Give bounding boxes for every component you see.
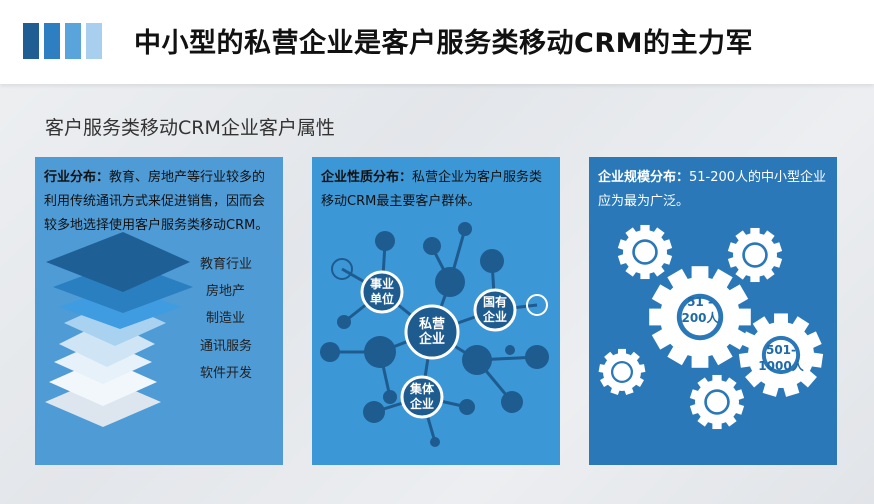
gear-label-51-200: 51 - 200人 <box>681 295 719 325</box>
gear-small-bottom <box>689 374 745 430</box>
size-heading: 企业规模分布： <box>598 170 690 185</box>
ownership-description: 企业性质分布：私营企业为客户服务类移动CRM最主要客户群体。 <box>321 166 553 214</box>
industry-description: 行业分布：教育、房地产等行业较多的利用传统通讯方式来促进销售，因而会较多地选择使… <box>44 166 276 238</box>
page-title: 中小型的私营企业是客户服务类移动CRM的主力军 <box>134 28 753 59</box>
layer-label-software: 软件开发 <box>200 366 253 381</box>
title-header: 中小型的私营企业是客户服务类移动CRM的主力军 <box>0 0 874 84</box>
layer-label-realestate: 房地产 <box>206 284 246 299</box>
title-bar-3 <box>65 23 81 59</box>
gear-medium-right <box>738 313 824 397</box>
gear-large-center <box>649 266 751 368</box>
industry-layers-graphic <box>45 232 193 427</box>
gear-small-top-right <box>727 227 783 283</box>
industry-heading: 行业分布： <box>44 170 110 185</box>
layer-4 <box>59 320 155 367</box>
node-public-institution: 事业单位 <box>369 277 394 306</box>
layer-label-telecom: 通讯服务 <box>200 339 253 354</box>
node-private-enterprise: 私营企业 <box>418 317 445 347</box>
gear-small-left <box>598 348 646 396</box>
industry-panel: 行业分布：教育、房地产等行业较多的利用传统通讯方式来促进销售，因而会较多地选择使… <box>35 157 283 465</box>
industry-body: 教育、房地产等行业较多的利用传统通讯方式来促进销售，因而会较多地选择使用客户服务… <box>44 170 269 233</box>
ownership-heading: 企业性质分布： <box>321 170 413 185</box>
size-description: 企业规模分布：51-200人的中小型企业应为最为广泛。 <box>598 166 830 214</box>
layer-label-education: 教育行业 <box>200 257 253 272</box>
title-bar-4 <box>86 23 102 59</box>
gear-label-501-1000: 501- 1000人 <box>758 343 804 373</box>
layer-8 <box>46 232 190 292</box>
gears-graphic <box>598 224 824 430</box>
gear-small-top-left <box>617 224 673 280</box>
section-subtitle: 客户服务类移动CRM企业客户属性 <box>45 117 335 139</box>
size-body: 51-200人的中小型企业应为最为广泛。 <box>598 170 827 209</box>
ownership-network-graphic <box>320 222 549 447</box>
node-collective: 集体企业 <box>409 382 434 411</box>
title-bar-1 <box>23 23 39 59</box>
node-state-owned: 国有企业 <box>482 295 507 324</box>
layer-label-manufacturing: 制造业 <box>206 311 246 326</box>
company-size-panel: 企业规模分布：51-200人的中小型企业应为最为广泛。 51 - 200人 50… <box>589 157 837 465</box>
ownership-panel: 企业性质分布：私营企业为客户服务类移动CRM最主要客户群体。 <box>312 157 560 465</box>
title-bar-2 <box>44 23 60 59</box>
ownership-body: 私营企业为客户服务类移动CRM最主要客户群体。 <box>321 170 543 209</box>
